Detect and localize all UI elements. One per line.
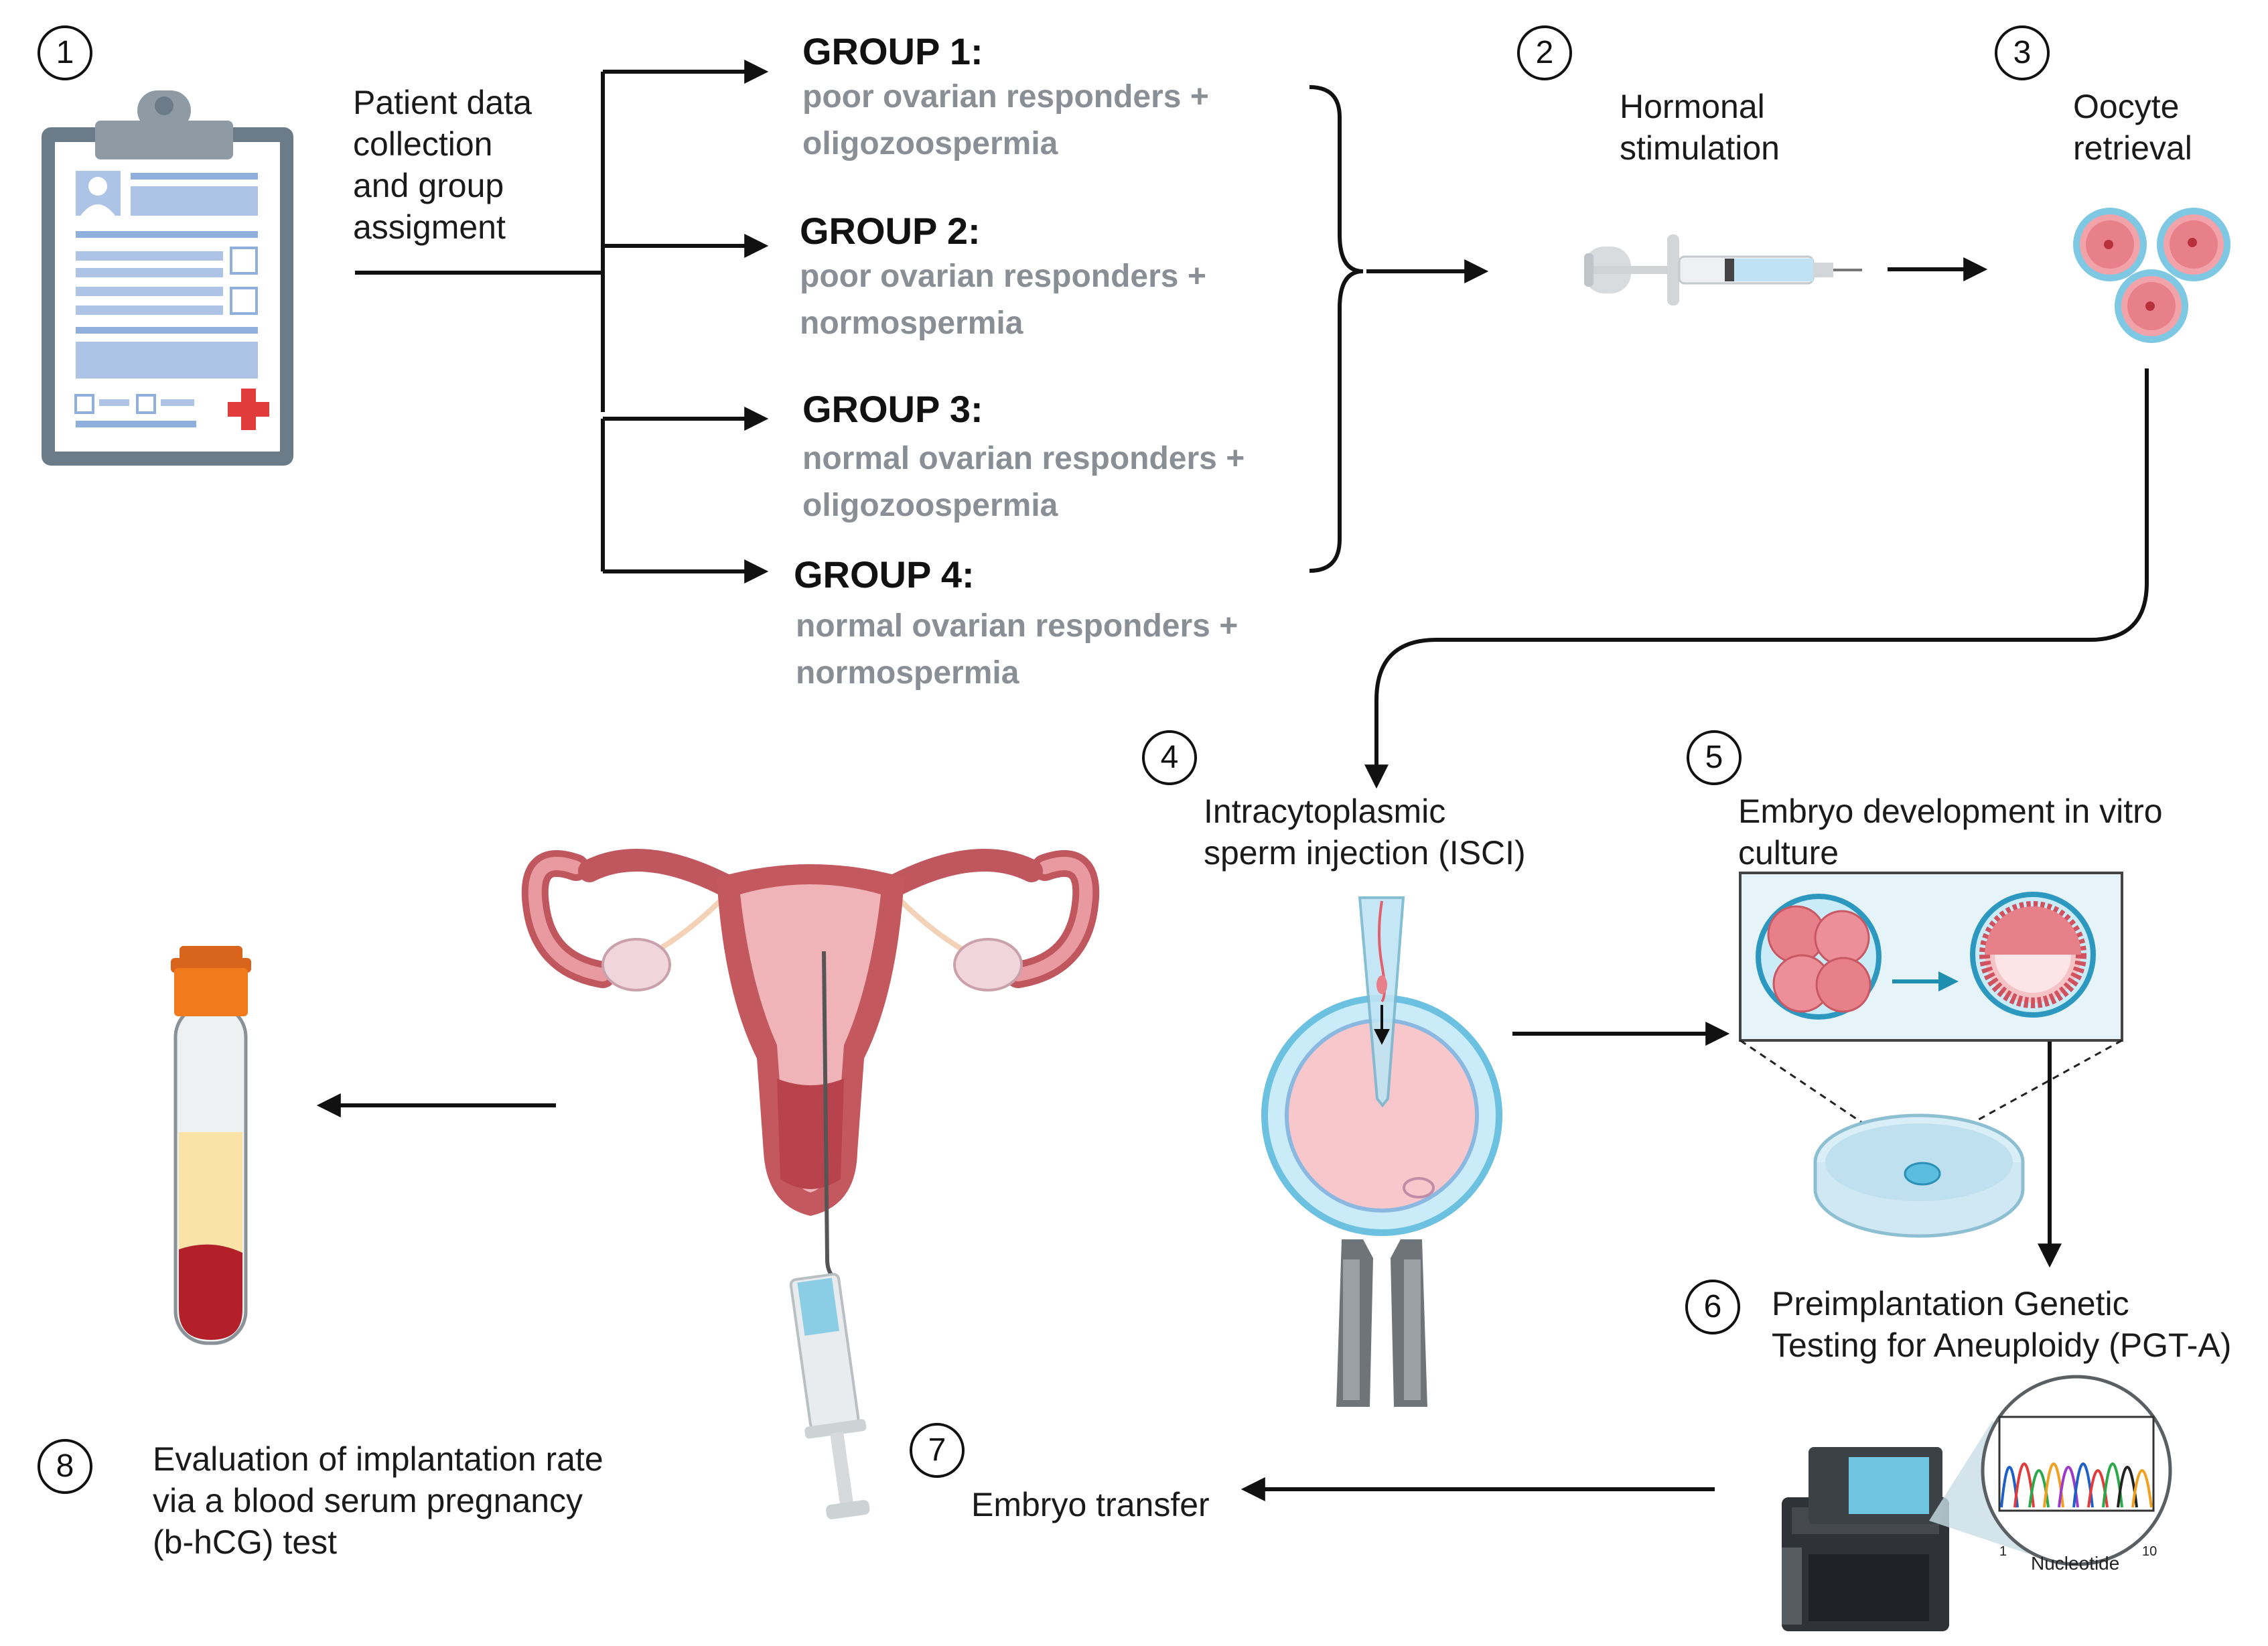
- step-number-1: 1: [38, 25, 92, 80]
- group-3-title: GROUP 3:: [802, 388, 983, 430]
- syringe-icon: [1584, 234, 1862, 305]
- flow-arrows: [316, 60, 2149, 1501]
- step-label-evaluation: Evaluation of implantation rate via a bl…: [153, 1440, 604, 1561]
- sequencer-tick-end: 10: [2142, 1544, 2157, 1559]
- step-label-icsi: Intracytoplasmic sperm injection (ISCI): [1204, 793, 1526, 872]
- group-3-description: normal ovarian responders + oligozoosper…: [802, 441, 1245, 523]
- step-number-7: 7: [910, 1423, 965, 1478]
- uterus-illustration: [521, 849, 1100, 1519]
- step-label-pgta: Preimplantation Genetic Testing for Aneu…: [1772, 1285, 2232, 1364]
- embryo-culture-illustration: [1739, 872, 2123, 1238]
- sequencer-tick-start: 1: [1999, 1544, 2007, 1559]
- step-label-patient-data: Patient data collection and group assigm…: [353, 84, 532, 246]
- step-number-4: 4: [1142, 730, 1197, 785]
- step-number-5: 5: [1687, 730, 1742, 785]
- group-2-title: GROUP 2:: [800, 210, 981, 252]
- step-number-3: 3: [1995, 25, 2050, 80]
- blood-tube-icon: [171, 946, 251, 1345]
- group-4-title: GROUP 4:: [794, 553, 975, 596]
- step-number-8: 8: [38, 1439, 92, 1494]
- step-number-2: 2: [1517, 25, 1572, 80]
- sequencer-illustration: [1782, 1375, 2172, 1631]
- oocytes-icon: [2073, 208, 2230, 343]
- group-2-description: poor ovarian responders + normospermia: [800, 259, 1206, 341]
- step-label-hormonal-stimulation: Hormonal stimulation: [1620, 88, 1780, 167]
- transfer-syringe: [789, 1273, 870, 1519]
- groups-brace: [1309, 85, 1364, 573]
- step-label-oocyte-retrieval: Oocyte retrieval: [2073, 88, 2192, 167]
- sequencer-axis-label: Nucleotide: [2031, 1553, 2120, 1574]
- clipboard-icon: [42, 90, 293, 466]
- step-label-embryo-transfer: Embryo transfer: [971, 1486, 1210, 1523]
- group-1-title: GROUP 1:: [802, 30, 983, 72]
- arrow-retrieval-to-icsi: [1364, 368, 2149, 789]
- icsi-illustration: [1261, 896, 1502, 1407]
- step-label-embryo-culture: Embryo development in vitro culture: [1738, 793, 2163, 872]
- group-4-description: normal ovarian responders + normospermia: [796, 608, 1238, 691]
- group-1-description: poor ovarian responders + oligozoospermi…: [802, 79, 1209, 161]
- step-number-6: 6: [1685, 1280, 1740, 1334]
